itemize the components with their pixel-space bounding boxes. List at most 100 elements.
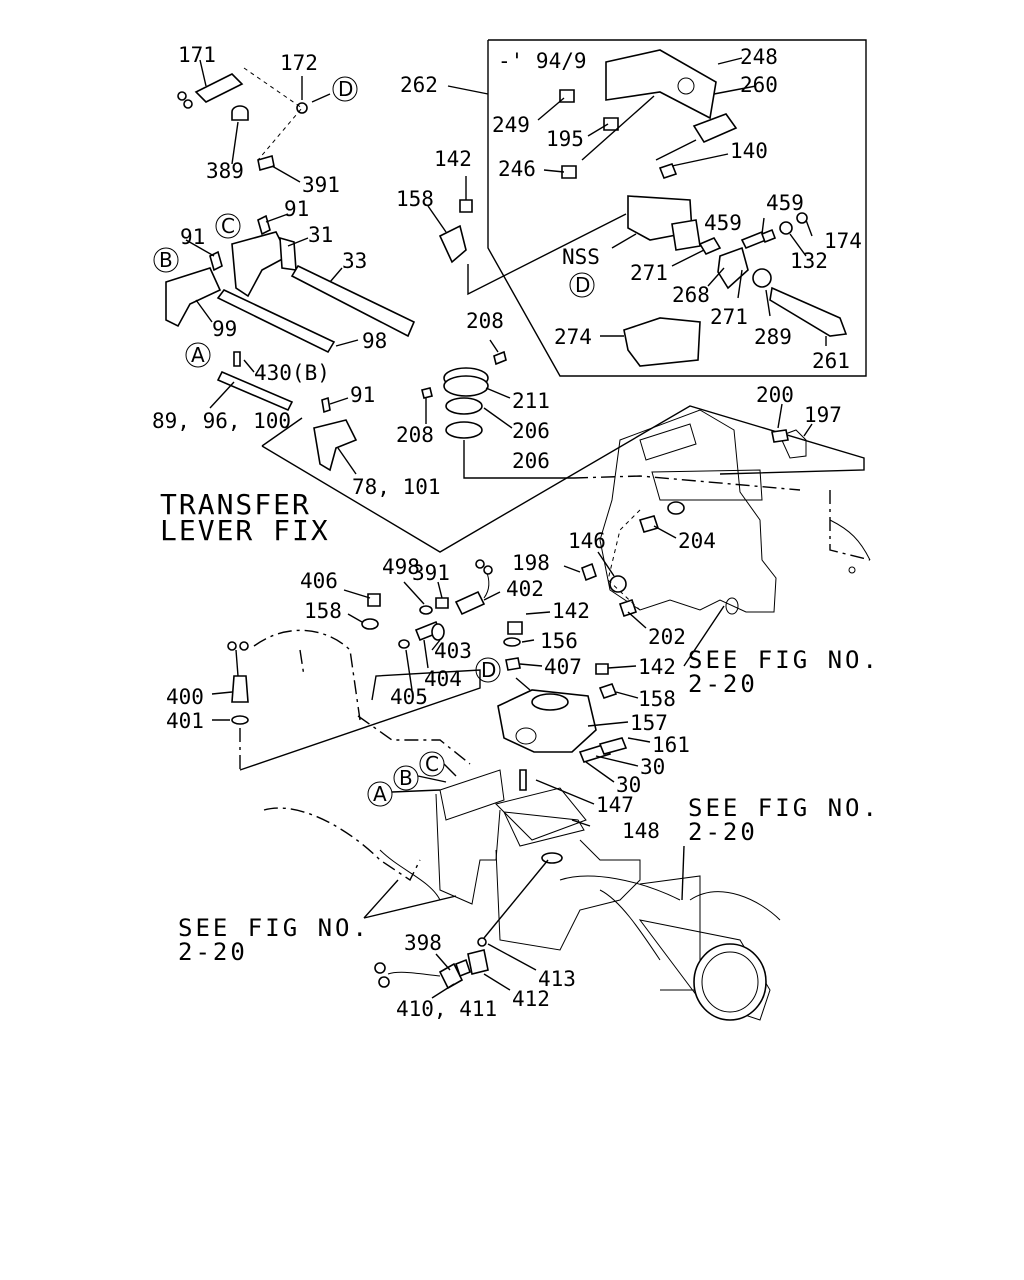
ref-circle-A-top: A <box>185 342 211 368</box>
part-391-mid: 391 <box>412 561 450 585</box>
lever-261 <box>769 286 848 337</box>
part-89-96-100: 89, 96, 100 <box>152 409 291 433</box>
part-401: 401 <box>166 709 204 733</box>
cover-274 <box>623 317 701 367</box>
ref-C-label: C <box>221 214 235 238</box>
ref-D-inset-label: D <box>575 273 590 297</box>
ref-circle-D-top: D <box>332 76 358 102</box>
nss-label: NSS <box>562 245 600 269</box>
shaft-89 <box>216 370 294 412</box>
part-147: 147 <box>596 793 634 817</box>
fork-B <box>165 267 222 328</box>
part-246: 246 <box>498 157 536 181</box>
part-261: 261 <box>812 349 850 373</box>
part-289: 289 <box>754 325 792 349</box>
part-142-mid: 142 <box>552 599 590 623</box>
upper-left-group <box>165 59 574 479</box>
fork-78 <box>313 419 358 472</box>
part-211: 211 <box>512 389 550 413</box>
part-30-b: 30 <box>616 773 641 797</box>
ref-B-low-label: B <box>399 766 413 790</box>
part-195: 195 <box>546 127 584 151</box>
inset-variant-label: -' 94/9 <box>498 49 587 73</box>
rod-98 <box>216 288 336 354</box>
ref-D-mid-label: D <box>481 658 496 682</box>
part-91-b: 91 <box>180 225 205 249</box>
housing-157 <box>497 689 597 753</box>
part-172: 172 <box>280 51 318 75</box>
part-406: 406 <box>300 569 338 593</box>
see-fig-2-line1: SEE FIG NO. <box>688 794 880 822</box>
part-391: 391 <box>302 173 340 197</box>
part-271-a: 271 <box>630 261 668 285</box>
ref-D-label: D <box>338 77 353 101</box>
part-157: 157 <box>630 711 668 735</box>
part-33: 33 <box>342 249 367 273</box>
ref-B-label: B <box>159 248 173 272</box>
part-200: 200 <box>756 383 794 407</box>
part-142-low: 142 <box>638 655 676 679</box>
rod-33 <box>290 264 416 338</box>
part-161: 161 <box>652 733 690 757</box>
part-204: 204 <box>678 529 716 553</box>
part-398: 398 <box>404 931 442 955</box>
part-403: 403 <box>434 639 472 663</box>
ref-circles-ABC-low: A B C <box>367 751 457 807</box>
part-268: 268 <box>672 283 710 307</box>
inset-box: -' 94/9 <box>447 39 867 377</box>
part-260: 260 <box>740 73 778 97</box>
part-142-top: 142 <box>434 147 472 171</box>
part-498: 498 <box>382 555 420 579</box>
part-262: 262 <box>400 73 438 97</box>
part-174: 174 <box>824 229 862 253</box>
part-412: 412 <box>512 987 550 1011</box>
part-31: 31 <box>308 223 333 247</box>
part-171: 171 <box>178 43 216 67</box>
part-410-411: 410, 411 <box>396 997 497 1021</box>
transfer-heading-line1: TRANSFER <box>160 488 311 521</box>
part-400: 400 <box>166 685 204 709</box>
part-208-a: 208 <box>466 309 504 333</box>
fork-C <box>231 231 290 298</box>
part-274: 274 <box>554 325 592 349</box>
part-198: 198 <box>512 551 550 575</box>
part-248: 248 <box>740 45 778 69</box>
part-389: 389 <box>206 159 244 183</box>
see-fig-2-line2: 2-20 <box>688 818 758 846</box>
bracket-158 <box>438 224 467 264</box>
see-fig-1-line2: 2-20 <box>688 670 758 698</box>
part-148: 148 <box>622 819 660 843</box>
transfer-heading-line2: LEVER FIX <box>160 514 330 547</box>
switch-171 <box>194 73 244 103</box>
ref-circle-D-mid: D <box>475 657 501 683</box>
ref-A-low-label: A <box>373 782 387 806</box>
see-fig-3-line2: 2-20 <box>178 938 248 966</box>
part-405: 405 <box>390 685 428 709</box>
part-271-b: 271 <box>710 305 748 329</box>
ref-circle-B-top: B <box>153 247 179 273</box>
part-98: 98 <box>362 329 387 353</box>
part-91-a: 91 <box>284 197 309 221</box>
part-158-low: 158 <box>638 687 676 711</box>
part-158-top: 158 <box>396 187 434 211</box>
part-132: 132 <box>790 249 828 273</box>
part-407: 407 <box>544 655 582 679</box>
part-158-mid: 158 <box>304 599 342 623</box>
lever-268 <box>717 246 749 290</box>
part-430B: 430(B) <box>254 361 330 385</box>
part-197: 197 <box>804 403 842 427</box>
see-fig-3-line1: SEE FIG NO. <box>178 914 370 942</box>
see-fig-1-line1: SEE FIG NO. <box>688 646 880 674</box>
part-78-101: 78, 101 <box>352 475 441 499</box>
part-91-c: 91 <box>350 383 375 407</box>
part-206-b: 206 <box>512 449 550 473</box>
transmission-case <box>211 403 871 1021</box>
part-402: 402 <box>506 577 544 601</box>
ref-circle-C-top: C <box>215 213 241 239</box>
part-206-a: 206 <box>512 419 550 443</box>
part-30-a: 30 <box>640 755 665 779</box>
ref-A-label: A <box>191 343 205 367</box>
part-208-b: 208 <box>396 423 434 447</box>
part-249: 249 <box>492 113 530 137</box>
